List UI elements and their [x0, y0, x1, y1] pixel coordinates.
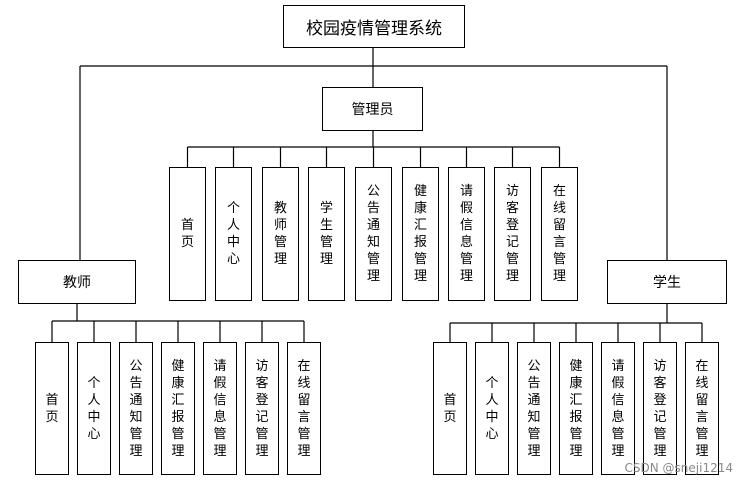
student-item-box: 公告通知管理 — [517, 342, 551, 475]
admin-item-label: 访客登记管理 — [506, 184, 520, 284]
student-item-box: 访客登记管理 — [643, 342, 677, 475]
admin-item-box: 访客登记管理 — [494, 167, 531, 301]
teacher-item-label: 首页 — [45, 392, 59, 425]
role-teacher-label: 教师 — [63, 275, 91, 291]
teacher-item-label: 个人中心 — [87, 375, 101, 442]
admin-item-label: 健康汇报管理 — [414, 184, 428, 284]
admin-item-label: 在线留言管理 — [553, 184, 567, 284]
student-item-label: 首页 — [443, 392, 457, 425]
student-item-label: 个人中心 — [485, 375, 499, 442]
admin-item-box: 在线留言管理 — [541, 167, 578, 301]
teacher-item-box: 公告通知管理 — [119, 342, 153, 475]
teacher-item-box: 访客登记管理 — [245, 342, 279, 475]
teacher-item-box: 个人中心 — [77, 342, 111, 475]
teacher-item-label: 在线留言管理 — [297, 358, 311, 459]
teacher-item-label: 公告通知管理 — [129, 358, 143, 459]
root-title-box: 校园疫情管理系统 — [283, 5, 465, 48]
teacher-item-label: 访客登记管理 — [255, 358, 269, 459]
student-item-box: 在线留言管理 — [685, 342, 719, 475]
role-admin-label: 管理员 — [351, 102, 394, 118]
student-item-box: 首页 — [433, 342, 467, 475]
teacher-item-box: 健康汇报管理 — [161, 342, 195, 475]
student-item-label: 公告通知管理 — [527, 358, 541, 459]
student-item-label: 健康汇报管理 — [569, 358, 583, 459]
admin-item-box: 教师管理 — [262, 167, 299, 301]
role-admin-box: 管理员 — [322, 87, 423, 131]
admin-item-label: 学生管理 — [320, 201, 334, 267]
admin-item-box: 首页 — [169, 167, 206, 301]
root-title: 校园疫情管理系统 — [306, 19, 442, 39]
student-item-box: 个人中心 — [475, 342, 509, 475]
teacher-item-box: 请假信息管理 — [203, 342, 237, 475]
admin-item-label: 个人中心 — [227, 201, 241, 267]
admin-item-label: 首页 — [181, 218, 195, 250]
admin-item-box: 学生管理 — [308, 167, 345, 301]
student-item-label: 访客登记管理 — [653, 358, 667, 459]
teacher-item-box: 首页 — [35, 342, 69, 475]
teacher-item-label: 请假信息管理 — [213, 358, 227, 459]
admin-item-box: 请假信息管理 — [448, 167, 485, 301]
student-item-label: 在线留言管理 — [695, 358, 709, 459]
role-student-box: 学生 — [607, 260, 727, 304]
admin-item-box: 个人中心 — [215, 167, 252, 301]
admin-item-label: 教师管理 — [274, 201, 288, 267]
teacher-item-box: 在线留言管理 — [287, 342, 321, 475]
teacher-item-label: 健康汇报管理 — [171, 358, 185, 459]
student-item-box: 健康汇报管理 — [559, 342, 593, 475]
admin-item-label: 公告通知管理 — [367, 184, 381, 284]
csdn-watermark: CSDN @sneji1214 — [624, 461, 733, 475]
student-item-label: 请假信息管理 — [611, 358, 625, 459]
role-student-label: 学生 — [653, 275, 681, 291]
admin-item-box: 公告通知管理 — [355, 167, 392, 301]
admin-item-label: 请假信息管理 — [460, 184, 474, 284]
role-teacher-box: 教师 — [18, 260, 136, 304]
student-item-box: 请假信息管理 — [601, 342, 635, 475]
admin-item-box: 健康汇报管理 — [402, 167, 439, 301]
